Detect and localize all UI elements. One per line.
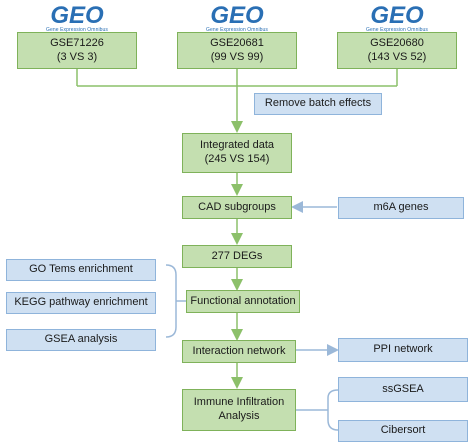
- gsea-analysis-box: GSEA analysis: [6, 329, 156, 351]
- geo-logo-1: GEO Gene Expression Omnibus: [40, 2, 114, 33]
- dataset-comparison: (143 VS 52): [367, 50, 427, 63]
- geo-logo-caption: Gene Expression Omnibus: [45, 27, 109, 33]
- remove-batch-effects-label: Remove batch effects: [264, 97, 372, 110]
- remove-batch-effects-box: Remove batch effects: [254, 93, 382, 115]
- ppi-network-label: PPI network: [373, 343, 433, 356]
- cibersort-box: Cibersort: [338, 420, 468, 442]
- ppi-network-box: PPI network: [338, 338, 468, 362]
- degs-box: 277 DEGs: [182, 245, 292, 268]
- dataset-box-gse71226: GSE71226 (3 VS 3): [17, 32, 137, 69]
- dataset-id: GSE20680: [370, 36, 424, 49]
- go-enrichment-label: GO Tems enrichment: [29, 263, 133, 276]
- gsea-analysis-label: GSEA analysis: [44, 333, 118, 346]
- cad-subgroups-box: CAD subgroups: [182, 196, 292, 219]
- cad-subgroups-label: CAD subgroups: [198, 200, 276, 213]
- functional-annotation-label: Functional annotation: [190, 294, 296, 307]
- geo-logo-icon: GEO: [50, 2, 104, 28]
- functional-annotation-box: Functional annotation: [186, 290, 300, 313]
- immune-infiltration-box: Immune Infiltration Analysis: [182, 389, 296, 431]
- geo-logo-icon: GEO: [210, 2, 264, 28]
- ssgsea-box: ssGSEA: [338, 377, 468, 402]
- integrated-data-counts: (245 VS 154): [204, 153, 270, 165]
- integrated-data-box: Integrated data (245 VS 154): [182, 133, 292, 173]
- m6a-genes-label: m6A genes: [373, 201, 429, 214]
- svg-text:GEO: GEO: [210, 2, 264, 28]
- geo-logo-3: GEO Gene Expression Omnibus: [360, 2, 434, 33]
- svg-text:GEO: GEO: [370, 2, 424, 28]
- dataset-comparison: (99 VS 99): [210, 50, 264, 63]
- bracket-immune: [327, 389, 339, 431]
- interaction-network-label: Interaction network: [192, 344, 286, 357]
- interaction-network-box: Interaction network: [182, 340, 296, 363]
- geo-logo-2: GEO Gene Expression Omnibus: [200, 2, 274, 33]
- kegg-enrichment-label: KEGG pathway enrichment: [14, 296, 148, 309]
- kegg-enrichment-box: KEGG pathway enrichment: [6, 292, 156, 314]
- ssgsea-label: ssGSEA: [382, 382, 424, 395]
- integrated-data-label: Integrated data: [199, 139, 274, 152]
- m6a-genes-box: m6A genes: [338, 197, 464, 219]
- dataset-id: GSE20681: [210, 36, 264, 49]
- immune-infiltration-line2: Analysis: [218, 410, 260, 422]
- cibersort-label: Cibersort: [380, 424, 426, 437]
- dataset-box-gse20681: GSE20681 (99 VS 99): [177, 32, 297, 69]
- go-enrichment-box: GO Tems enrichment: [6, 259, 156, 281]
- geo-logo-caption: Gene Expression Omnibus: [205, 27, 269, 33]
- bracket-enrichment: [165, 264, 177, 338]
- geo-logo-icon: GEO: [370, 2, 424, 28]
- degs-label: 277 DEGs: [211, 249, 263, 262]
- dataset-box-gse20680: GSE20680 (143 VS 52): [337, 32, 457, 69]
- dataset-id: GSE71226: [50, 36, 104, 49]
- geo-logo-caption: Gene Expression Omnibus: [365, 27, 429, 33]
- dataset-comparison: (3 VS 3): [56, 50, 98, 63]
- immune-infiltration-line1: Immune Infiltration: [193, 396, 285, 409]
- svg-text:GEO: GEO: [50, 2, 104, 28]
